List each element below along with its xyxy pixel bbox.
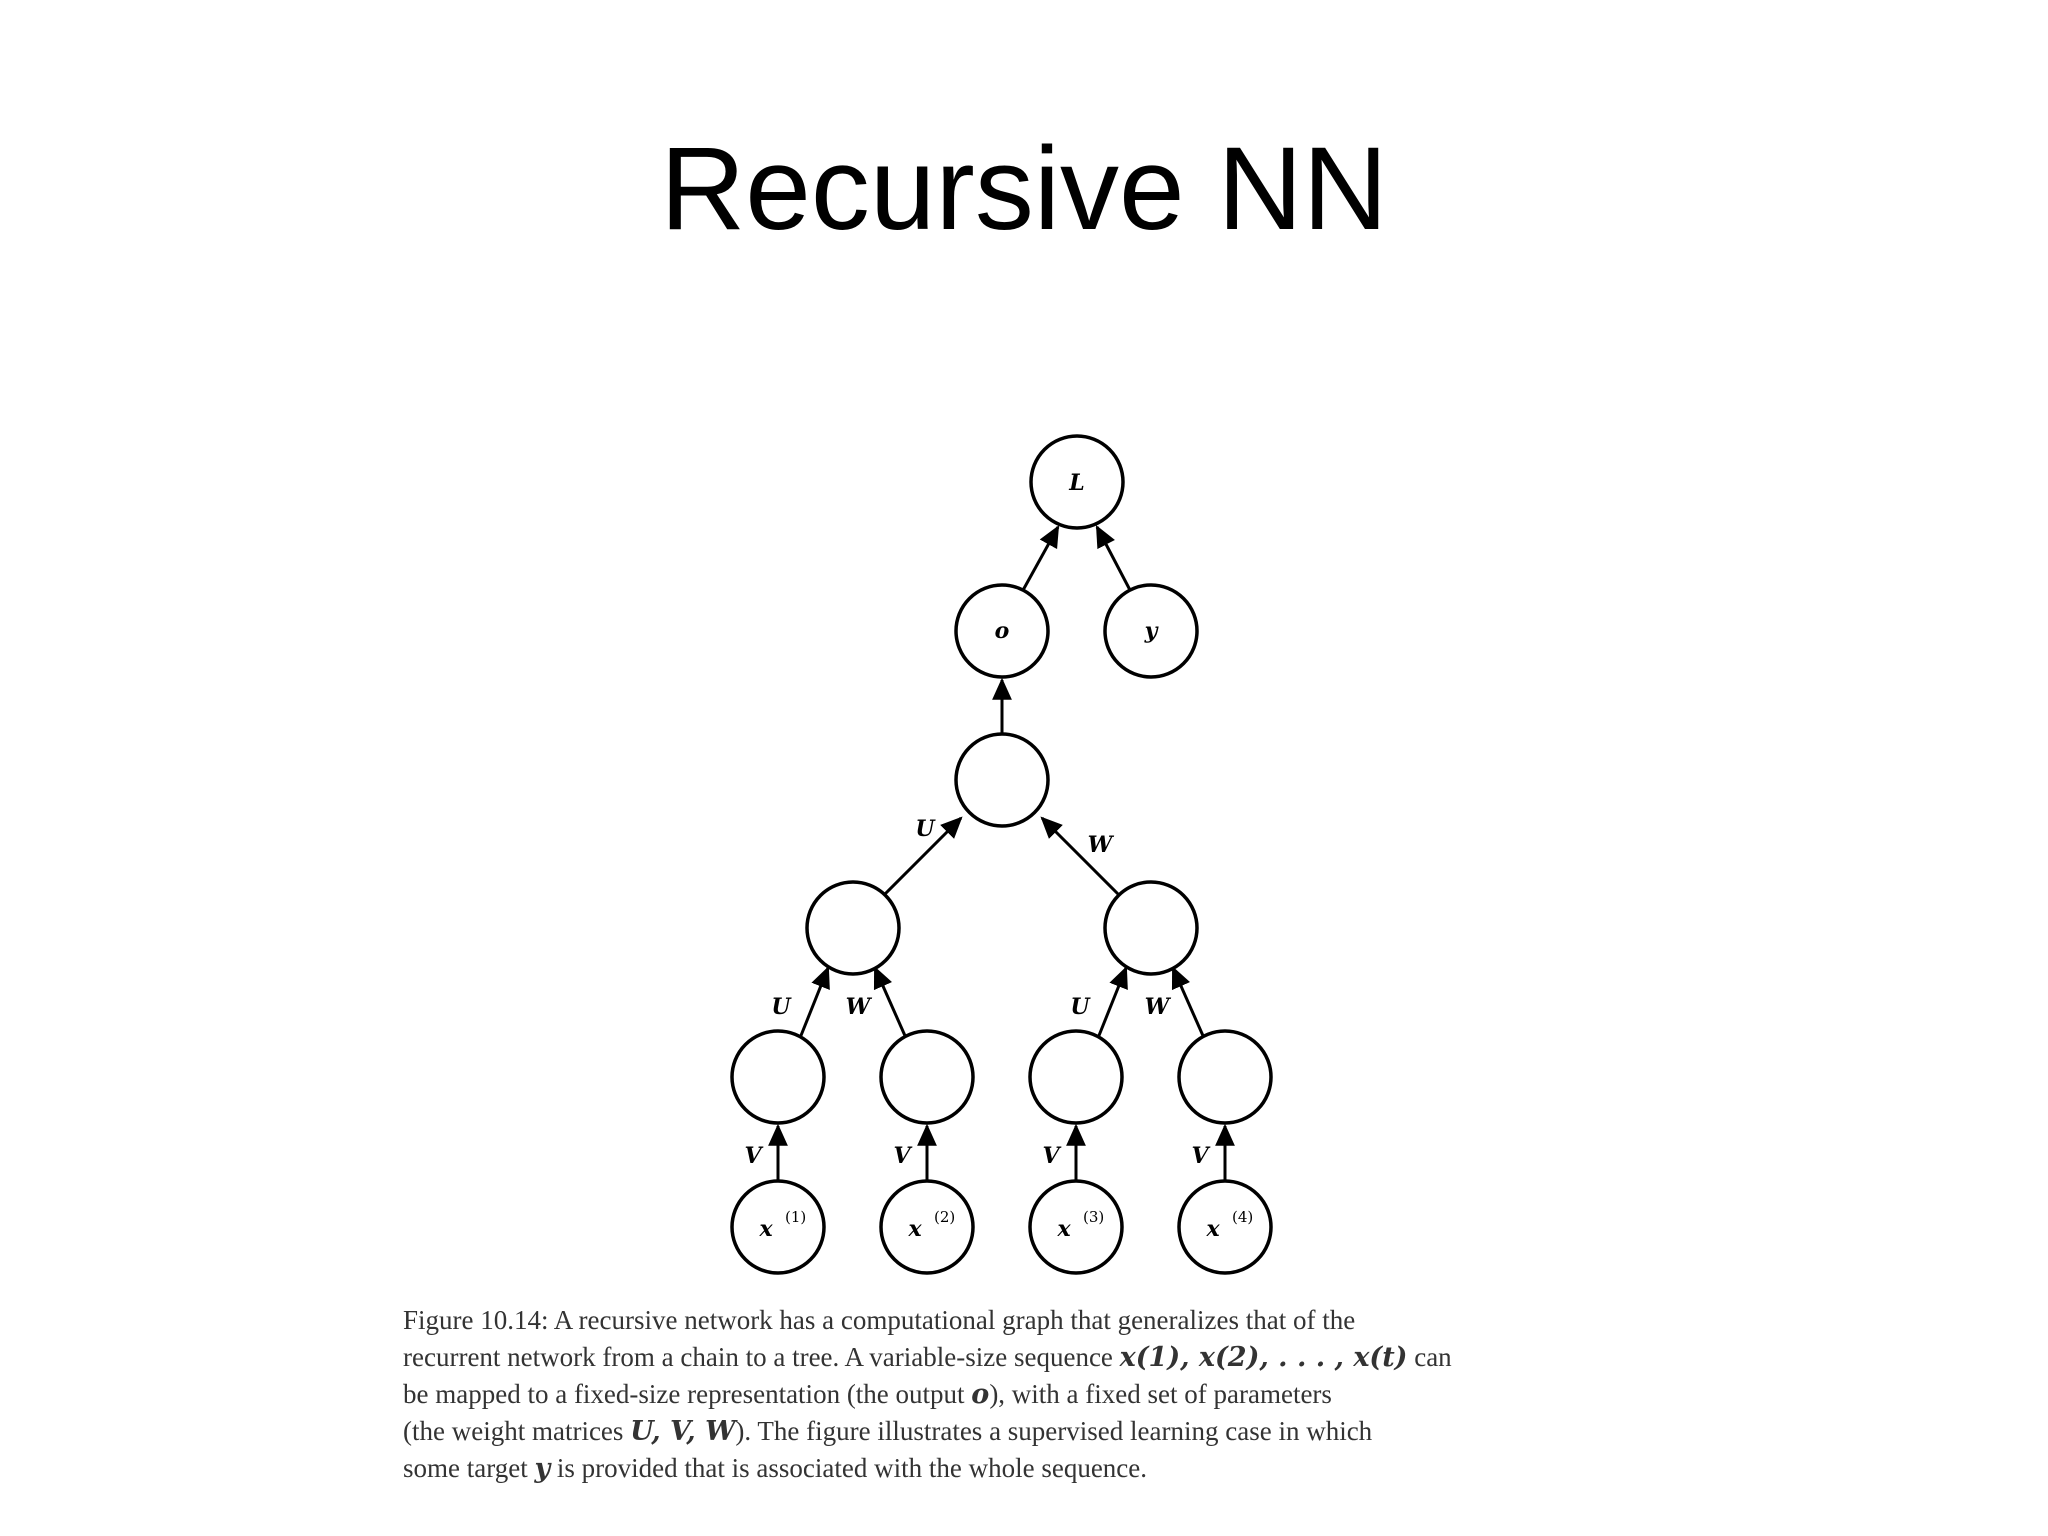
node-h2 <box>879 1029 975 1125</box>
edge-right-to-root <box>1040 816 1120 896</box>
node-x2: x (2) <box>879 1179 975 1275</box>
figure-caption: Figure 10.14: A recursive network has a … <box>403 1302 1598 1487</box>
node-L-label: L <box>1068 470 1084 496</box>
node-root <box>954 732 1050 828</box>
node-h4 <box>1177 1029 1273 1125</box>
edge-y-to-L <box>1095 525 1133 593</box>
caption-line-5-text-a: some target <box>403 1453 535 1483</box>
node-x4-label: x <box>1205 1216 1220 1242</box>
edge-label-W-root: W <box>1088 832 1115 858</box>
edge-o-to-L <box>1020 525 1060 593</box>
node-x3-superscript: (3) <box>1083 1208 1104 1226</box>
edge-h3-to-right <box>1096 965 1128 1039</box>
node-x2-superscript: (2) <box>934 1208 955 1226</box>
node-o-label: o <box>995 618 1010 644</box>
caption-line-4-math: U, V, W <box>630 1416 736 1447</box>
edge-label-U-root: U <box>915 816 936 842</box>
edge-h4-to-right <box>1171 965 1206 1039</box>
edge-label-V-1: V <box>744 1143 763 1169</box>
caption-line-2-text-a: recurrent network from a chain to a tree… <box>403 1342 1120 1372</box>
node-x4: x (4) <box>1177 1179 1273 1275</box>
node-x1-superscript: (1) <box>785 1208 806 1226</box>
node-o: o <box>954 583 1050 679</box>
edge-label-U-left: U <box>771 994 792 1020</box>
caption-line-2-text-b: can <box>1407 1342 1452 1372</box>
node-left-internal <box>805 880 901 976</box>
edge-label-W-left: W <box>846 994 873 1020</box>
node-h3 <box>1028 1029 1124 1125</box>
caption-line-3-math: o <box>971 1379 990 1410</box>
caption-line-2: recurrent network from a chain to a tree… <box>403 1339 1598 1376</box>
node-y: y <box>1103 583 1199 679</box>
caption-line-2-math: x(1), x(2), . . . , x(t) <box>1119 1342 1408 1373</box>
edge-label-V-2: V <box>893 1143 912 1169</box>
caption-line-5-text-b: is provided that is associated with the … <box>550 1453 1148 1483</box>
node-x3-label: x <box>1056 1216 1071 1242</box>
caption-line-5: some target y is provided that is associ… <box>403 1450 1598 1487</box>
node-x1: x (1) <box>730 1179 826 1275</box>
caption-line-3-text-b: ), with a fixed set of parameters <box>989 1379 1332 1409</box>
node-h1 <box>730 1029 826 1125</box>
caption-line-3: be mapped to a fixed-size representation… <box>403 1376 1598 1413</box>
node-x2-label: x <box>907 1216 922 1242</box>
edge-label-U-right: U <box>1070 994 1091 1020</box>
node-y-label: y <box>1144 618 1160 644</box>
node-right-internal <box>1103 880 1199 976</box>
caption-line-3-text-a: be mapped to a fixed-size representation… <box>403 1379 972 1409</box>
edge-label-V-3: V <box>1042 1143 1061 1169</box>
caption-line-1: Figure 10.14: A recursive network has a … <box>403 1305 1356 1335</box>
caption-line-4-text-b: ). The figure illustrates a supervised l… <box>735 1416 1373 1446</box>
edge-left-to-root <box>883 816 963 896</box>
node-x1-label: x <box>758 1216 773 1242</box>
node-x4-superscript: (4) <box>1232 1208 1253 1226</box>
slide-title: Recursive NN <box>660 123 1388 255</box>
caption-line-5-math: y <box>534 1453 551 1484</box>
caption-line-4-text-a: (the weight matrices <box>403 1416 631 1446</box>
edge-label-W-right: W <box>1145 994 1172 1020</box>
node-L: L <box>1029 434 1125 530</box>
node-x3: x (3) <box>1028 1179 1124 1275</box>
edge-h1-to-left <box>798 965 830 1039</box>
edge-label-V-4: V <box>1191 1143 1210 1169</box>
edge-h2-to-left <box>873 965 908 1039</box>
caption-line-4: (the weight matrices U, V, W). The figur… <box>403 1413 1598 1450</box>
